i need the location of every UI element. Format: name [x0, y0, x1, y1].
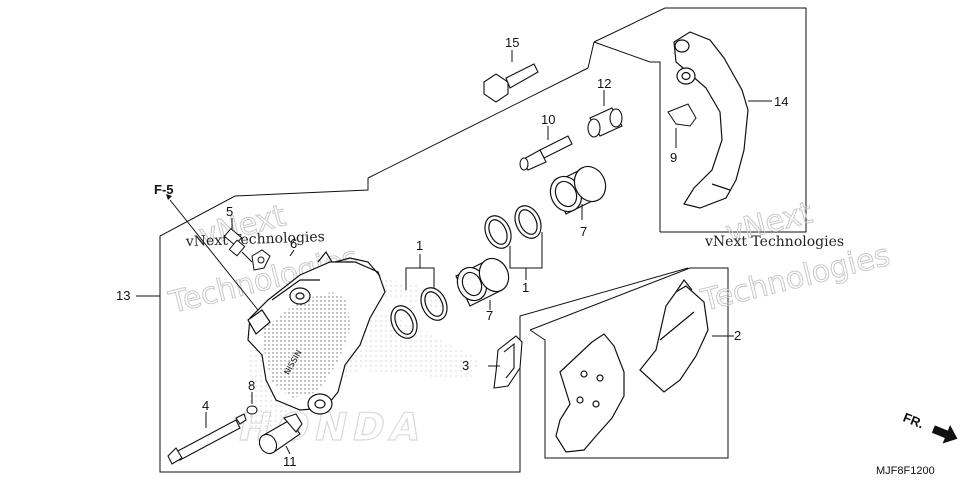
watermark-right-large-2: Technologies	[697, 238, 893, 319]
piston-lower	[455, 257, 510, 307]
caliper-body: NISSIN	[247, 250, 386, 415]
callout-7b: 7	[580, 224, 587, 239]
dust-boot	[587, 107, 623, 138]
callout-14: 14	[774, 94, 788, 109]
pad-set-boundary	[529, 267, 729, 459]
bleeder-valve	[223, 227, 253, 263]
front-direction-arrow: FR.	[901, 410, 958, 444]
watermark-right-small: vNext Technologies	[704, 234, 844, 250]
piston-seals-upper	[484, 205, 542, 249]
callout-1b: 1	[522, 280, 529, 295]
brake-pad-rear	[555, 333, 625, 453]
callout-13: 13	[116, 288, 130, 303]
callout-1a: 1	[416, 238, 423, 253]
front-direction-label: FR.	[901, 410, 926, 432]
callout-12: 12	[597, 76, 611, 91]
slide-pin	[519, 135, 573, 171]
callout-6: 6	[290, 236, 297, 251]
piston-upper	[549, 165, 607, 215]
reference-label: F-5	[154, 182, 174, 197]
callout-7a: 7	[486, 308, 493, 323]
callout-3: 3	[462, 358, 469, 373]
diagram-code: MJF8F1200	[876, 465, 935, 477]
callout-4: 4	[202, 398, 209, 413]
pad-spring	[493, 335, 523, 389]
brake-pad-front	[639, 278, 709, 393]
callout-9: 9	[670, 150, 677, 165]
callout-11: 11	[283, 454, 297, 469]
pad-retainer	[667, 103, 697, 127]
pin-clip	[246, 405, 258, 415]
pad-pin-plug	[258, 413, 303, 455]
bleeder-cap	[251, 249, 271, 271]
callout-2: 2	[734, 328, 741, 343]
callout-15: 15	[505, 35, 519, 50]
pad-pin	[167, 413, 247, 465]
caliper-bracket	[673, 31, 749, 209]
callout-8: 8	[248, 378, 255, 393]
callout-5: 5	[226, 204, 233, 219]
bracket-boundary	[593, 7, 807, 233]
watermark-left-small: vNext Technologies	[185, 229, 326, 250]
callouts: 1 1 2 3 4 5 6 7 7 8 9 10 11 12 13 14 15	[116, 35, 788, 469]
reference-arrow: F-5	[154, 182, 174, 200]
leader-lines	[136, 50, 772, 455]
callout-10: 10	[541, 112, 555, 127]
mounting-bolt	[483, 63, 539, 103]
piston-seals-lower	[390, 287, 448, 339]
arrow-icon	[931, 425, 958, 444]
